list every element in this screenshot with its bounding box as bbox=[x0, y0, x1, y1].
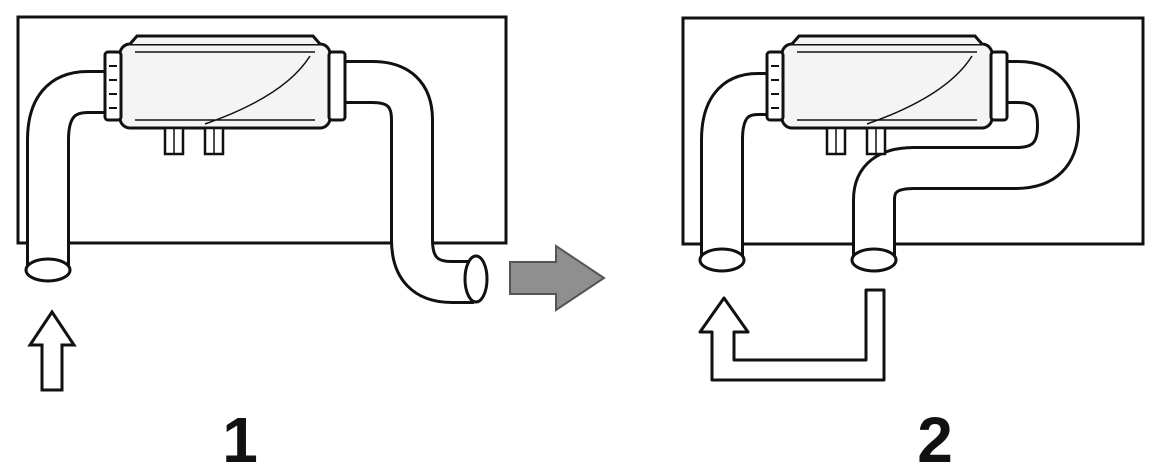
recirculation-arrow-icon bbox=[698, 288, 886, 382]
inlet-duct bbox=[698, 72, 770, 273]
step-number-1: 1 bbox=[222, 404, 258, 476]
right-arrow-icon bbox=[509, 244, 606, 312]
inlet-duct bbox=[24, 70, 104, 283]
panel-2: 2 bbox=[681, 16, 1145, 476]
inlet-arrow-icon bbox=[27, 309, 77, 392]
panel-1: 1 bbox=[16, 15, 508, 476]
step-number-2: 2 bbox=[917, 404, 953, 476]
outlet-duct bbox=[850, 60, 1081, 273]
outlet-duct bbox=[340, 60, 489, 304]
